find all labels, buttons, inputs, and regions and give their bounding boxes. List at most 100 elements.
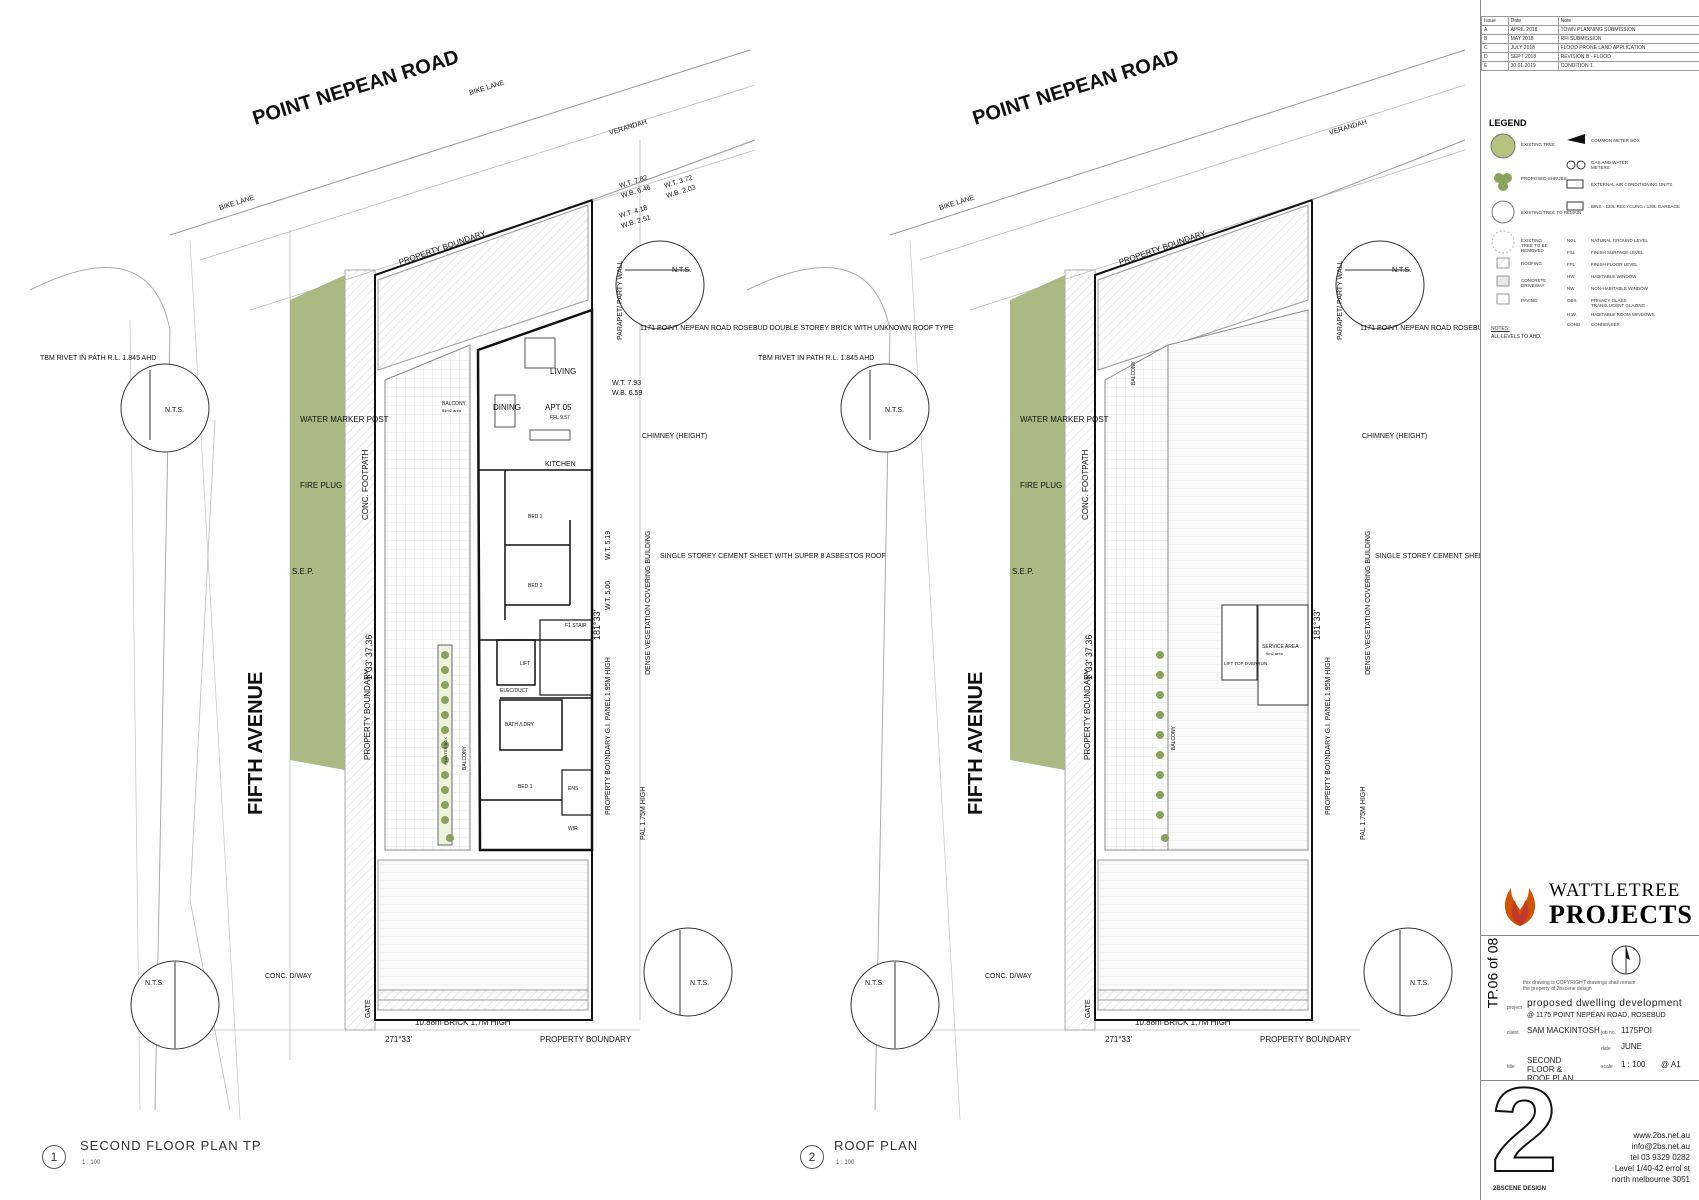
room-balcony: BALCONY: [442, 401, 467, 407]
avenue-label: FIFTH AVENUE: [245, 672, 267, 815]
rev-header: Note: [1557, 16, 1699, 26]
roof-balcony-label: BALCONY: [1131, 360, 1137, 385]
legend-item: ROOFING: [1521, 261, 1542, 266]
job-label: job no.: [1601, 1030, 1617, 1036]
footpath-label: CONC. FOOTPATH: [1081, 449, 1090, 520]
legend-item: EXTERNAL AIR CONDITIONING UNITS: [1591, 182, 1673, 187]
road-label: POINT NEPEAN ROAD: [250, 46, 462, 130]
sep-label: S.E.P.: [292, 567, 314, 576]
water-marker-label: WATER MARKER POST: [1020, 415, 1109, 424]
property-boundary-label: PROPERTY BOUNDARY: [363, 668, 372, 760]
legend-item: FINISH SURFACE LEVEL: [1591, 250, 1644, 255]
service-area-size: 9m2 area: [1266, 651, 1284, 656]
title-label: title: [1507, 1064, 1515, 1070]
plan1-number: 1: [42, 1145, 66, 1169]
nts-label: N.T.S.: [145, 980, 164, 987]
legend-item: COMMON METER BOX: [1591, 138, 1640, 143]
north-arrow-icon: [1611, 945, 1641, 975]
plan-roof: [746, 49, 1466, 1121]
client-name: SAM MACKINTOSH: [1527, 1026, 1600, 1035]
rev-date: 30.01.2019: [1507, 61, 1559, 71]
fire-plug-label: FIRE PLUG: [300, 481, 342, 490]
brand-line1: WATTLETREE: [1549, 880, 1681, 901]
date-label: date: [1601, 1046, 1611, 1052]
paper-size: @ A1: [1661, 1060, 1681, 1069]
property-boundary-label: PROPERTY BOUNDARY: [1083, 668, 1092, 760]
client-label: client: [1507, 1030, 1519, 1036]
roof-balcony-label: BALCONY: [1171, 725, 1177, 750]
legend-code: HW: [1567, 274, 1575, 279]
rev-date: JULY 2018: [1507, 43, 1559, 53]
rev-date: APRIL 2018: [1507, 25, 1559, 35]
gi-panel-label: PROPERTY BOUNDARY G.I. PANEL 1.95M HIGH: [605, 657, 612, 815]
nts-label: N.T.S.: [1410, 980, 1429, 987]
verandah-label: VERANDAH: [1329, 119, 1368, 137]
nts-label: N.T.S.: [1392, 267, 1411, 274]
rev-issue: C: [1481, 43, 1509, 53]
pal-label: PAL 1.75M HIGH: [640, 787, 647, 840]
flame-icon: [1504, 888, 1536, 926]
nts-label: N.T.S.: [885, 407, 904, 414]
legend-code: COND: [1567, 322, 1581, 327]
contact-line: north melbourne 3051: [1611, 1175, 1690, 1184]
water-marker-label: WATER MARKER POST: [300, 415, 389, 424]
bike-lane-label: BIKE LANE: [469, 80, 506, 97]
legend-code: NW: [1567, 286, 1575, 291]
bearing-west: 1°33' 37.36: [1084, 635, 1094, 680]
bearing-side: 181°33': [592, 609, 602, 640]
sheet-number: TP.06 of 08: [1484, 937, 1501, 1009]
legend-title: LEGEND: [1489, 118, 1527, 128]
legend-item: NATURAL GROUND LEVEL: [1591, 238, 1649, 243]
plan-second-floor: [29, 49, 756, 1121]
rev-issue: B: [1481, 34, 1509, 44]
contact-line: tel 03 9329 0282: [1630, 1153, 1690, 1162]
wt-label: W.T. 5.00: [605, 581, 612, 610]
rev-note: TOWN PLANNING SUBMISSION: [1557, 25, 1699, 35]
legend-code: FSL: [1567, 250, 1576, 255]
apartment-name: APT 05: [545, 403, 572, 412]
nts-label: N.T.S.: [672, 267, 691, 274]
contact-line: www.2bs.net.au: [1633, 1131, 1690, 1140]
gi-panel-label: PROPERTY BOUNDARY G.I. PANEL 1.95M HIGH: [1325, 657, 1332, 815]
drawing-sheet: POINT NEPEAN ROAD BIKE LANE BIKE LANE VE…: [29, 46, 1480, 1121]
bearing-west: 1°33' 37.36: [364, 635, 374, 680]
room-living: LIVING: [550, 367, 576, 376]
nts-label: N.T.S.: [165, 407, 184, 414]
service-area-label: SERVICE AREA: [1262, 644, 1299, 650]
room-balcony-area: 81m2 area: [442, 408, 462, 413]
project-address: @ 1175 POINT NEPEAN ROAD, ROSEBUD: [1527, 1012, 1666, 1019]
parapet-label: PARAPET/ PARTY WALL: [617, 261, 624, 340]
legend-code: OBS: [1567, 298, 1577, 303]
rev-issue: E: [1481, 61, 1509, 71]
room-wir: WIR: [568, 826, 578, 832]
contact-block: www.2bs.net.au info@2bs.net.au tel 03 93…: [1612, 1130, 1690, 1185]
legend-item: CONCRETE DRIVEWAY: [1521, 278, 1547, 288]
plan2-title: ROOF PLAN: [834, 1138, 919, 1153]
legend-code: NGL: [1567, 238, 1577, 243]
legend-code: FFL: [1567, 262, 1576, 267]
legend-item: EXISTING TREE TO REMAIN: [1521, 210, 1582, 215]
dway-label: CONC. D/WAY: [265, 973, 312, 980]
legend-item: PROPOSED SHRUBS: [1521, 176, 1567, 181]
single-storey-label: SINGLE STOREY CEMENT SHEET WITH SUPER 8 …: [1375, 553, 1480, 560]
dway-label: CONC. D/WAY: [985, 973, 1032, 980]
project-name: proposed dwelling development: [1527, 998, 1683, 1009]
legend-item: EXISTING TREE: [1521, 142, 1556, 147]
legend-item: NON-HABITABLE WINDOW: [1591, 286, 1648, 291]
verandah-label: VERANDAH: [609, 119, 648, 137]
sep-label: S.E.P.: [1012, 567, 1034, 576]
single-storey-label: SINGLE STOREY CEMENT SHEET WITH SUPER 8 …: [660, 553, 886, 560]
rev-note: CONDITION 1: [1557, 61, 1699, 71]
nts-label: N.T.S.: [690, 980, 709, 987]
scale-value: 1 : 100: [1621, 1060, 1646, 1069]
property-boundary-label: PROPERTY BOUNDARY: [540, 1035, 632, 1044]
neighbour-label: 1171 POINT NEPEAN ROAD ROSEBUD DOUBLE ST…: [640, 325, 954, 332]
room-bed: BED 1: [518, 784, 533, 790]
gate-label: GATE: [365, 999, 372, 1018]
room-bed: BED 2: [528, 583, 543, 589]
rev-note: FLOOD PRONE LAND APPLICATION: [1557, 43, 1699, 53]
legend-item: CONDENSER: [1591, 322, 1620, 327]
